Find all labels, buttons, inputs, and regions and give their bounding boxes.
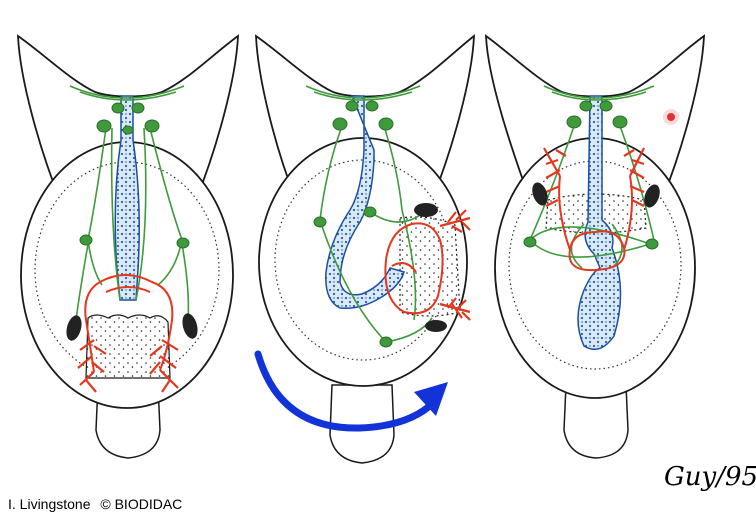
curved-arrow-icon <box>414 382 448 416</box>
inner-boundary <box>508 160 682 370</box>
mantle-cavity <box>85 314 171 379</box>
osphradium-left <box>532 182 548 206</box>
gut <box>325 95 405 310</box>
gill-right <box>149 339 179 393</box>
larva-post-torsion <box>485 34 705 459</box>
gill-left <box>543 147 567 207</box>
gill-loop <box>558 175 633 272</box>
osphradium-lower <box>425 320 447 332</box>
gill-loop <box>384 222 444 315</box>
rotation-arrow <box>254 350 438 432</box>
osphradium-right <box>182 313 198 339</box>
red-dot-glow <box>663 109 679 125</box>
foot <box>329 384 395 464</box>
ganglia <box>523 100 659 250</box>
gut <box>577 95 622 351</box>
gill-upper <box>439 209 471 233</box>
red-dot-icon <box>667 113 675 121</box>
visceral-mass <box>258 137 468 387</box>
ganglia <box>313 100 394 348</box>
copyright-text: © BIODIDAC <box>100 496 183 512</box>
gill-lower <box>439 297 471 321</box>
ganglia <box>79 102 190 249</box>
gill-right <box>623 147 645 207</box>
credit-line: I. Livingstone © BIODIDAC <box>8 496 182 512</box>
larva-mid-torsion <box>254 34 475 464</box>
nervous-system <box>529 85 655 269</box>
artist-signature: Guy/95 <box>664 462 756 492</box>
mantle-cavity <box>399 216 461 317</box>
author-name: I. Livingstone <box>8 496 91 512</box>
osphradium-left <box>66 315 82 341</box>
larva-pre-torsion <box>17 34 239 459</box>
foot <box>563 384 629 459</box>
gill-left <box>77 339 107 393</box>
osphradium-upper <box>414 203 438 217</box>
inner-boundary <box>34 161 220 379</box>
osphradium-right <box>644 184 660 208</box>
